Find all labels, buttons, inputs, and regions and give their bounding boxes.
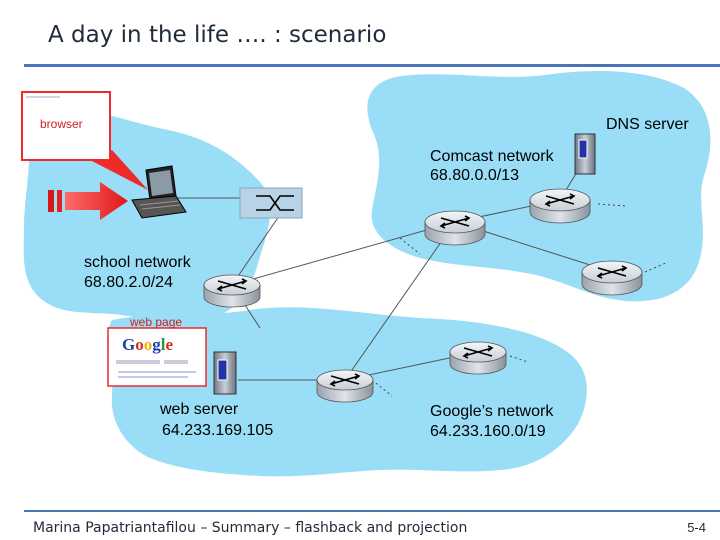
red-arrow-icon bbox=[48, 182, 128, 220]
router-google-upper-icon bbox=[449, 341, 507, 375]
dns-server-label: DNS server bbox=[606, 116, 689, 133]
slide-footer: Marina Papatriantafilou – Summary – flas… bbox=[33, 520, 468, 536]
slide-title: A day in the life …. : scenario bbox=[48, 22, 387, 48]
google-network-prefix: 64.233.160.0/19 bbox=[430, 423, 546, 440]
title-divider bbox=[24, 64, 720, 67]
router-comcast-edge-icon bbox=[581, 260, 643, 296]
comcast-network-prefix: 68.80.0.0/13 bbox=[430, 167, 519, 184]
school-network-name: school network bbox=[84, 254, 191, 271]
google-network-name: Google’s network bbox=[430, 403, 554, 420]
ethernet-switch-icon bbox=[239, 187, 303, 219]
dns-server-icon bbox=[574, 133, 596, 175]
router-comcast-core-icon bbox=[424, 210, 486, 246]
google-logo-text: Google bbox=[122, 335, 173, 354]
web-page-screenshot: Google bbox=[107, 327, 207, 387]
school-network-prefix: 68.80.2.0/24 bbox=[84, 274, 173, 291]
browser-label: browser bbox=[40, 117, 83, 131]
web-server-label: web server bbox=[160, 401, 239, 418]
laptop-icon bbox=[131, 165, 187, 219]
comcast-network-name: Comcast network bbox=[430, 148, 554, 165]
web-server-ip: 64.233.169.105 bbox=[162, 422, 274, 439]
web-page-label: web page bbox=[130, 315, 183, 329]
browser-screenshot bbox=[21, 91, 111, 161]
comcast-network-cloud bbox=[367, 70, 711, 302]
router-comcast-dns-icon bbox=[529, 188, 591, 224]
page-number: 5-4 bbox=[687, 520, 706, 535]
router-school-icon bbox=[203, 274, 261, 308]
dashed-stub-links bbox=[371, 203, 669, 397]
router-google-lower-icon bbox=[316, 369, 374, 403]
web-server-icon bbox=[213, 351, 237, 395]
footer-divider bbox=[24, 510, 720, 512]
